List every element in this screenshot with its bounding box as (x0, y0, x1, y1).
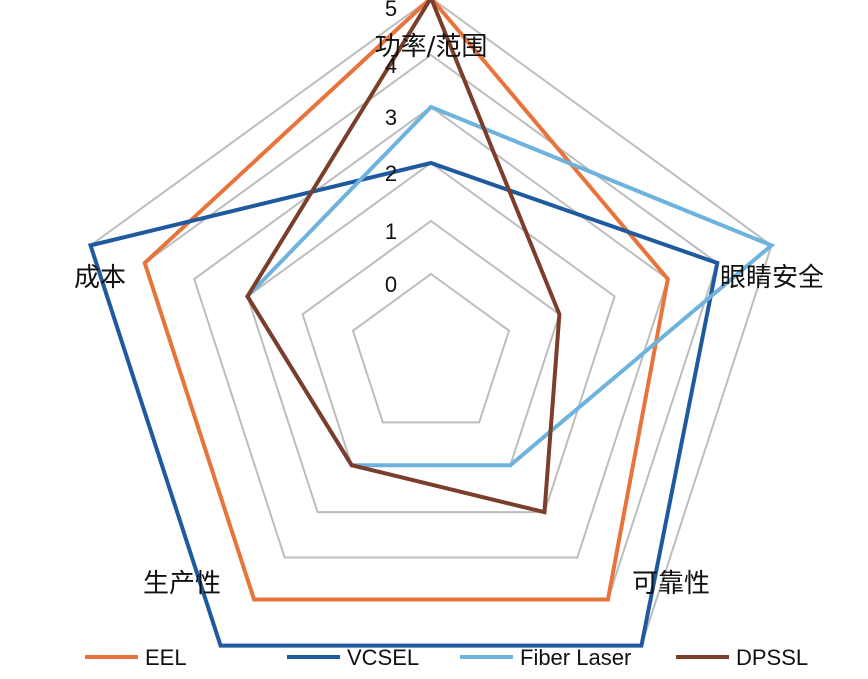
axis-label-3: 生产性 (143, 569, 221, 599)
radar-series (87, 0, 776, 648)
grid-ring-0 (351, 272, 511, 424)
tick-label-5: 5 (385, 0, 397, 21)
legend-label-dpssl: DPSSL (736, 645, 808, 670)
grid-ring-4 (143, 53, 719, 601)
axis-label-0: 功率/范围 (375, 32, 488, 62)
legend: EEL VCSEL Fiber Laser DPSSL (85, 645, 808, 670)
axis-label-1: 眼睛安全 (720, 263, 824, 293)
tick-label-3: 3 (385, 105, 397, 130)
radar-grid (89, 0, 773, 647)
tick-label-4: 4 (385, 53, 397, 78)
series-vcsel (87, 160, 720, 648)
axis-label-4: 成本 (74, 263, 126, 293)
grid-ring-3 (193, 105, 669, 559)
legend-label-eel: EEL (145, 645, 187, 670)
series-fiber-laser (244, 104, 776, 468)
radial-tick-labels: 0 1 2 3 4 5 (385, 0, 397, 297)
grid-ring-5 (89, 0, 773, 647)
grid-ring-2 (246, 161, 616, 514)
axis-label-2: 可靠性 (632, 569, 710, 599)
legend-label-vcsel: VCSEL (347, 645, 419, 670)
tick-label-1: 1 (385, 219, 397, 244)
legend-label-fiber-laser: Fiber Laser (520, 645, 631, 670)
series-dpssl (245, 0, 562, 515)
grid-ring-1 (301, 219, 561, 467)
tick-label-0: 0 (385, 272, 397, 297)
tick-label-2: 2 (385, 161, 397, 186)
series-eel (142, 0, 670, 602)
